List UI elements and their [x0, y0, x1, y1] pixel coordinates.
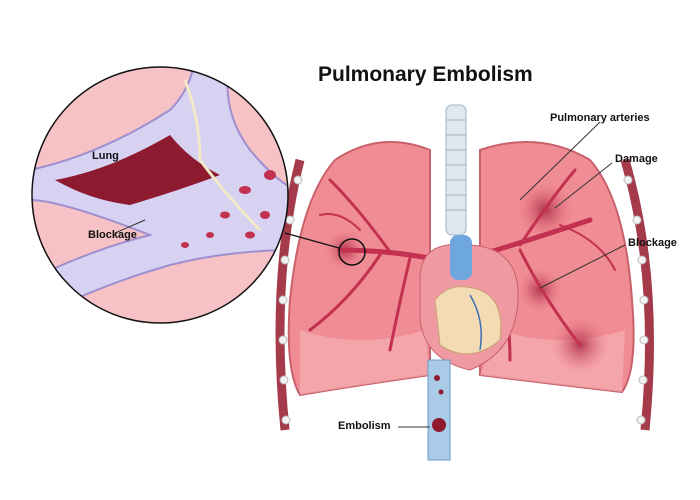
label-damage: Damage [615, 153, 658, 165]
label-embolism: Embolism [338, 420, 391, 432]
page-title: Pulmonary Embolism [318, 63, 533, 86]
magnified-view [32, 67, 288, 323]
descending-aorta [427, 359, 451, 461]
zoom-target-circle [338, 238, 366, 266]
embolus [434, 375, 440, 381]
label-blockage-zoom: Blockage [88, 229, 137, 241]
blockage-area [518, 268, 562, 312]
ribcage [275, 158, 654, 431]
rib-joints [278, 175, 649, 425]
label-blockage: Blockage [628, 237, 677, 249]
heart [419, 235, 519, 371]
clot [55, 135, 220, 205]
trachea [445, 104, 467, 236]
label-lung: Lung [92, 150, 119, 162]
label-pulmonary-arteries: Pulmonary arteries [550, 112, 650, 124]
